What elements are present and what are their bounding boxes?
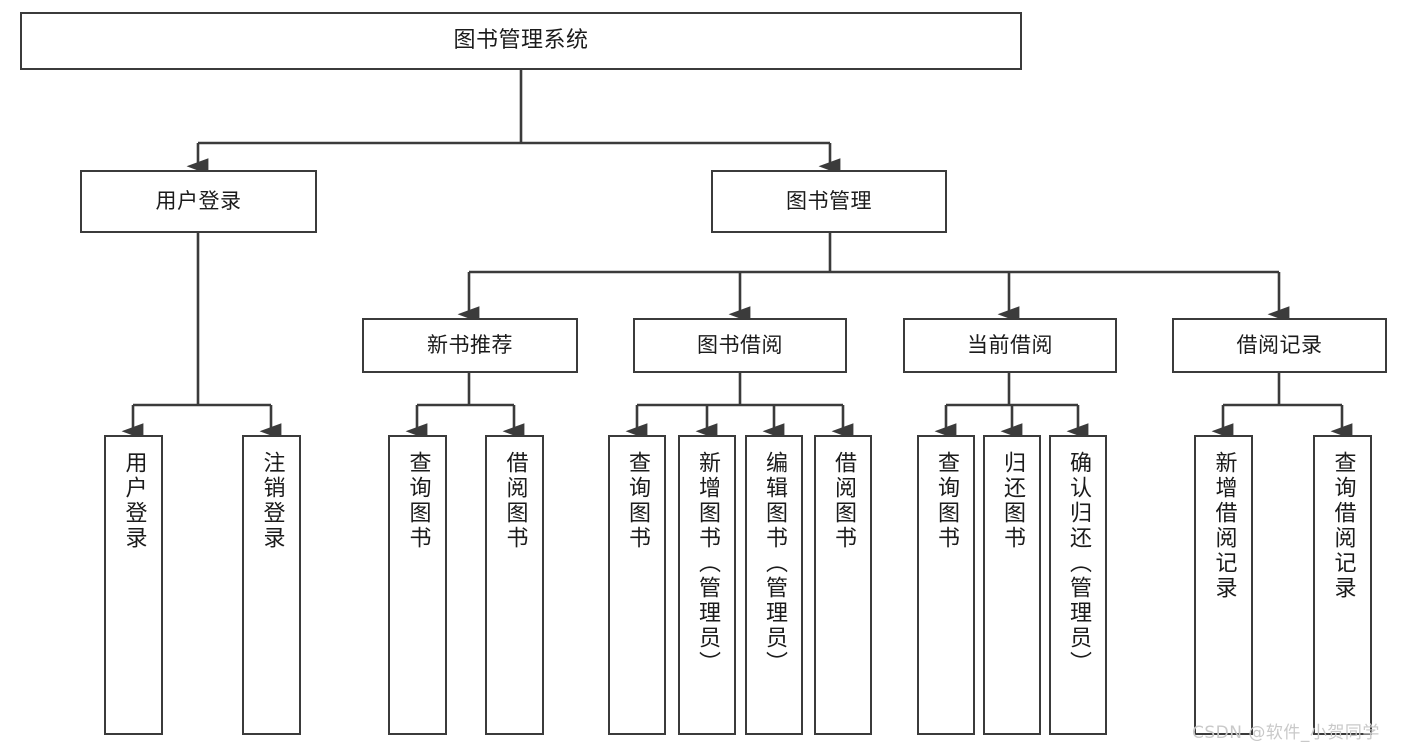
node-label: 编辑图书（管理员）: [762, 451, 787, 676]
node-borrowing-records[interactable]: 借阅记录: [1172, 318, 1387, 373]
node-label: 借阅记录: [1236, 333, 1323, 358]
node-label: 新增图书（管理员）: [695, 451, 720, 676]
leaf-query-book-borrowing[interactable]: 查询图书: [608, 435, 666, 735]
node-label: 查询借阅记录: [1330, 451, 1356, 601]
leaf-confirm-return-admin[interactable]: 确认归还（管理员）: [1049, 435, 1107, 735]
leaf-return-book[interactable]: 归还图书: [983, 435, 1041, 735]
leaf-query-book-current[interactable]: 查询图书: [917, 435, 975, 735]
csdn-watermark: CSDN @软件_小贺同学: [1192, 723, 1380, 743]
node-label: 确认归还（管理员）: [1066, 451, 1091, 676]
node-root-book-management-system[interactable]: 图书管理系统: [20, 12, 1022, 70]
node-label: 图书管理: [786, 189, 872, 214]
leaf-borrow-book-recommend[interactable]: 借阅图书: [485, 435, 544, 735]
node-label: 查询图书: [405, 451, 431, 551]
node-label: 注销登录: [259, 451, 285, 551]
node-book-borrowing[interactable]: 图书借阅: [633, 318, 847, 373]
leaf-borrow-book-borrowing[interactable]: 借阅图书: [814, 435, 872, 735]
node-label: 图书借阅: [697, 333, 783, 358]
node-label: 图书管理系统: [453, 28, 589, 54]
node-label: 查询图书: [625, 451, 650, 551]
node-user-login[interactable]: 用户登录: [80, 170, 317, 233]
node-label: 当前借阅: [967, 333, 1053, 358]
node-book-management[interactable]: 图书管理: [711, 170, 947, 233]
node-current-borrowing[interactable]: 当前借阅: [903, 318, 1117, 373]
leaf-user-login[interactable]: 用户登录: [104, 435, 163, 735]
node-label: 归还图书: [1000, 451, 1025, 551]
node-label: 借阅图书: [502, 451, 528, 551]
leaf-logout[interactable]: 注销登录: [242, 435, 301, 735]
leaf-query-borrowing-record[interactable]: 查询借阅记录: [1313, 435, 1372, 735]
node-label: 查询图书: [934, 451, 959, 551]
leaf-add-book-admin[interactable]: 新增图书（管理员）: [678, 435, 736, 735]
node-new-book-recommendation[interactable]: 新书推荐: [362, 318, 578, 373]
node-label: 用户登录: [155, 189, 242, 214]
leaf-edit-book-admin[interactable]: 编辑图书（管理员）: [745, 435, 803, 735]
leaf-add-borrowing-record[interactable]: 新增借阅记录: [1194, 435, 1253, 735]
node-label: 新增借阅记录: [1211, 451, 1237, 601]
node-label: 新书推荐: [427, 333, 513, 358]
node-label: 借阅图书: [831, 451, 856, 551]
leaf-query-book-recommend[interactable]: 查询图书: [388, 435, 447, 735]
node-label: 用户登录: [121, 451, 147, 551]
